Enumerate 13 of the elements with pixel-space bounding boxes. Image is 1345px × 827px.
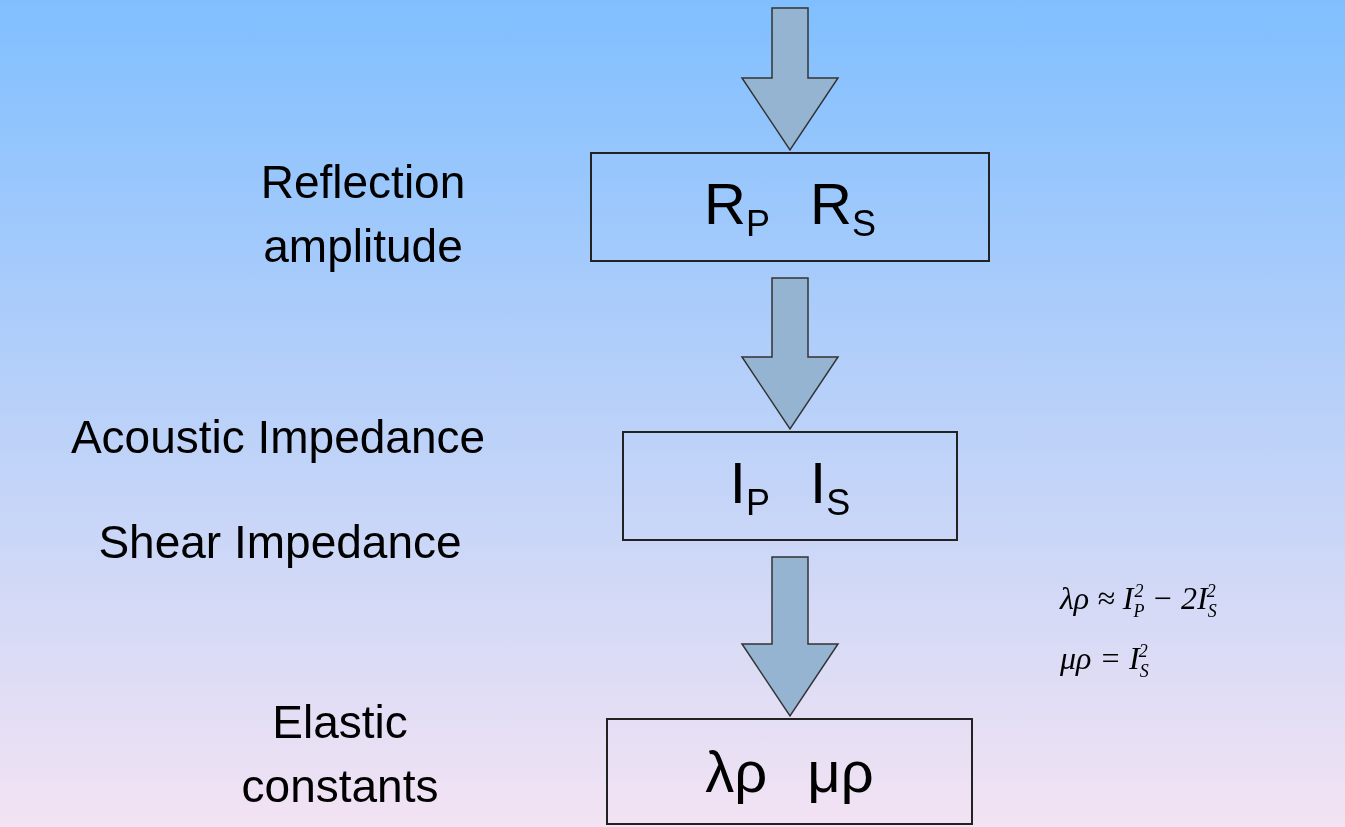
side-label: Elastic constants [240,695,440,815]
process-box [590,152,990,262]
node-label: I$_{P}$ I$_{S}$ [729,448,851,524]
node-label: λρ μρ [705,738,874,805]
node-label: R$_{P}$ R$_{S}$ [704,169,876,245]
block-arrow [740,7,840,152]
side-label: Reflection amplitude [259,155,467,275]
block-arrow [740,277,840,431]
process-box [622,431,958,541]
block-arrow [740,556,840,718]
side-label: Shear Impedance [97,515,463,570]
side-label: Acoustic Impedance [69,410,487,465]
process-box [606,718,973,825]
